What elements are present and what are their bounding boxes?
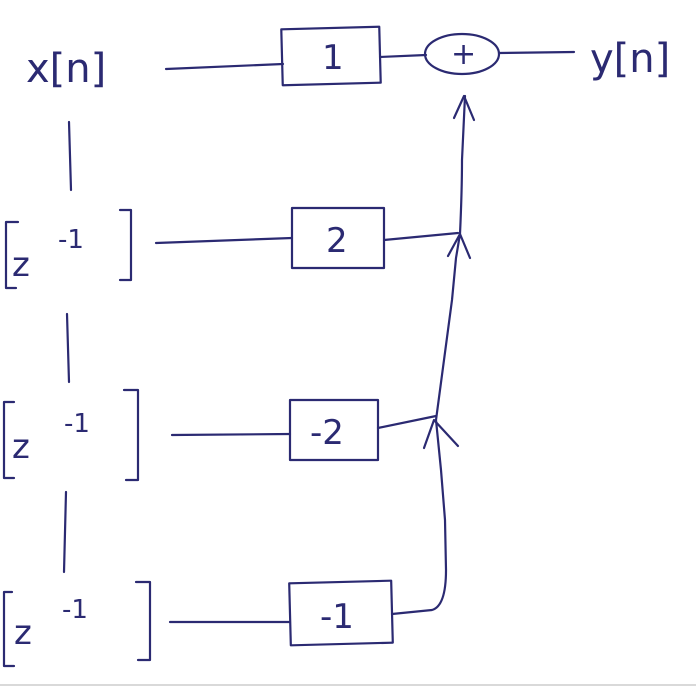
output-signal-label: y[n] (590, 36, 670, 82)
delay-block-3-left-bracket (2, 590, 16, 668)
sum-3-arrowhead (422, 418, 460, 450)
delay-block-3-exponent: -1 (62, 595, 88, 625)
adder-plus-symbol: + (451, 37, 476, 72)
gain-2-to-sum-line (382, 231, 460, 242)
delay-block-3: z -1 (2, 580, 152, 668)
gain-block-2 (290, 206, 386, 270)
delay-block-1-base: z (12, 245, 30, 285)
gain-block-4 (288, 579, 394, 647)
gain-3-to-sum-line (376, 414, 438, 430)
delay-block-2: z -1 (2, 388, 140, 482)
gain-block-3 (288, 398, 380, 462)
input-to-gain-1-line (164, 62, 285, 71)
tap-connector-2 (65, 312, 71, 384)
gain-block-2-label: 2 (326, 221, 348, 261)
delay-block-1-right-bracket (118, 208, 133, 282)
summation-path (390, 94, 467, 616)
delay-block-2-left-bracket (2, 400, 16, 480)
input-signal-label: x[n] (26, 46, 106, 92)
tap-connector-3 (62, 490, 68, 574)
delay-block-2-base: z (12, 427, 30, 467)
delay-1-to-gain-2-line (154, 236, 294, 245)
delay-2-to-gain-3-line (170, 432, 292, 437)
delay-block-1: z -1 (4, 208, 133, 290)
delay-block-1-left-bracket (4, 220, 20, 290)
gain-1-to-adder-line (378, 53, 428, 59)
delay-block-3-right-bracket (134, 580, 152, 662)
gain-block-1 (280, 25, 382, 87)
delay-block-1-exponent: -1 (58, 225, 84, 255)
adder-to-output-line (497, 50, 576, 55)
delay-block-2-exponent: -1 (64, 409, 90, 439)
delay-block-2-right-bracket (122, 388, 140, 482)
gain-block-1-label: 1 (322, 38, 344, 78)
tap-connector-1 (67, 120, 73, 192)
gain-block-4-label: -1 (320, 597, 354, 637)
gain-block-3-label: -2 (310, 413, 344, 453)
delay-block-3-base: z (14, 613, 32, 653)
